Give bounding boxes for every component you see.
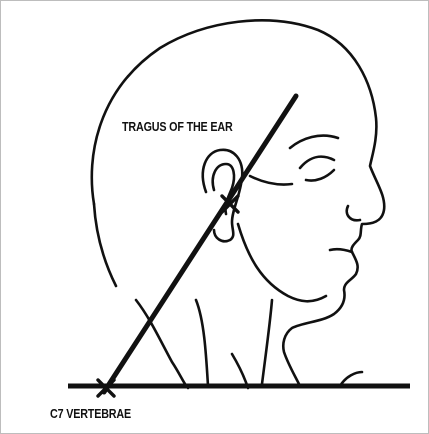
throat [262,300,272,384]
eye-upper [300,157,334,168]
head-outline [92,20,384,386]
shoulder-line-left [136,300,188,388]
mouth [330,249,352,252]
cheek-line [250,176,292,185]
neck-back [94,204,116,286]
eye-lower [306,170,334,181]
c7-vertebrae-label: C7 VERTEBRAE [50,407,131,421]
eyebrow [290,136,338,148]
collar-curve [232,354,248,388]
nostril [347,206,360,220]
tragus-label: TRAGUS OF THE EAR [122,120,233,134]
shoulder-line-front [196,300,208,386]
jawline [238,224,326,301]
